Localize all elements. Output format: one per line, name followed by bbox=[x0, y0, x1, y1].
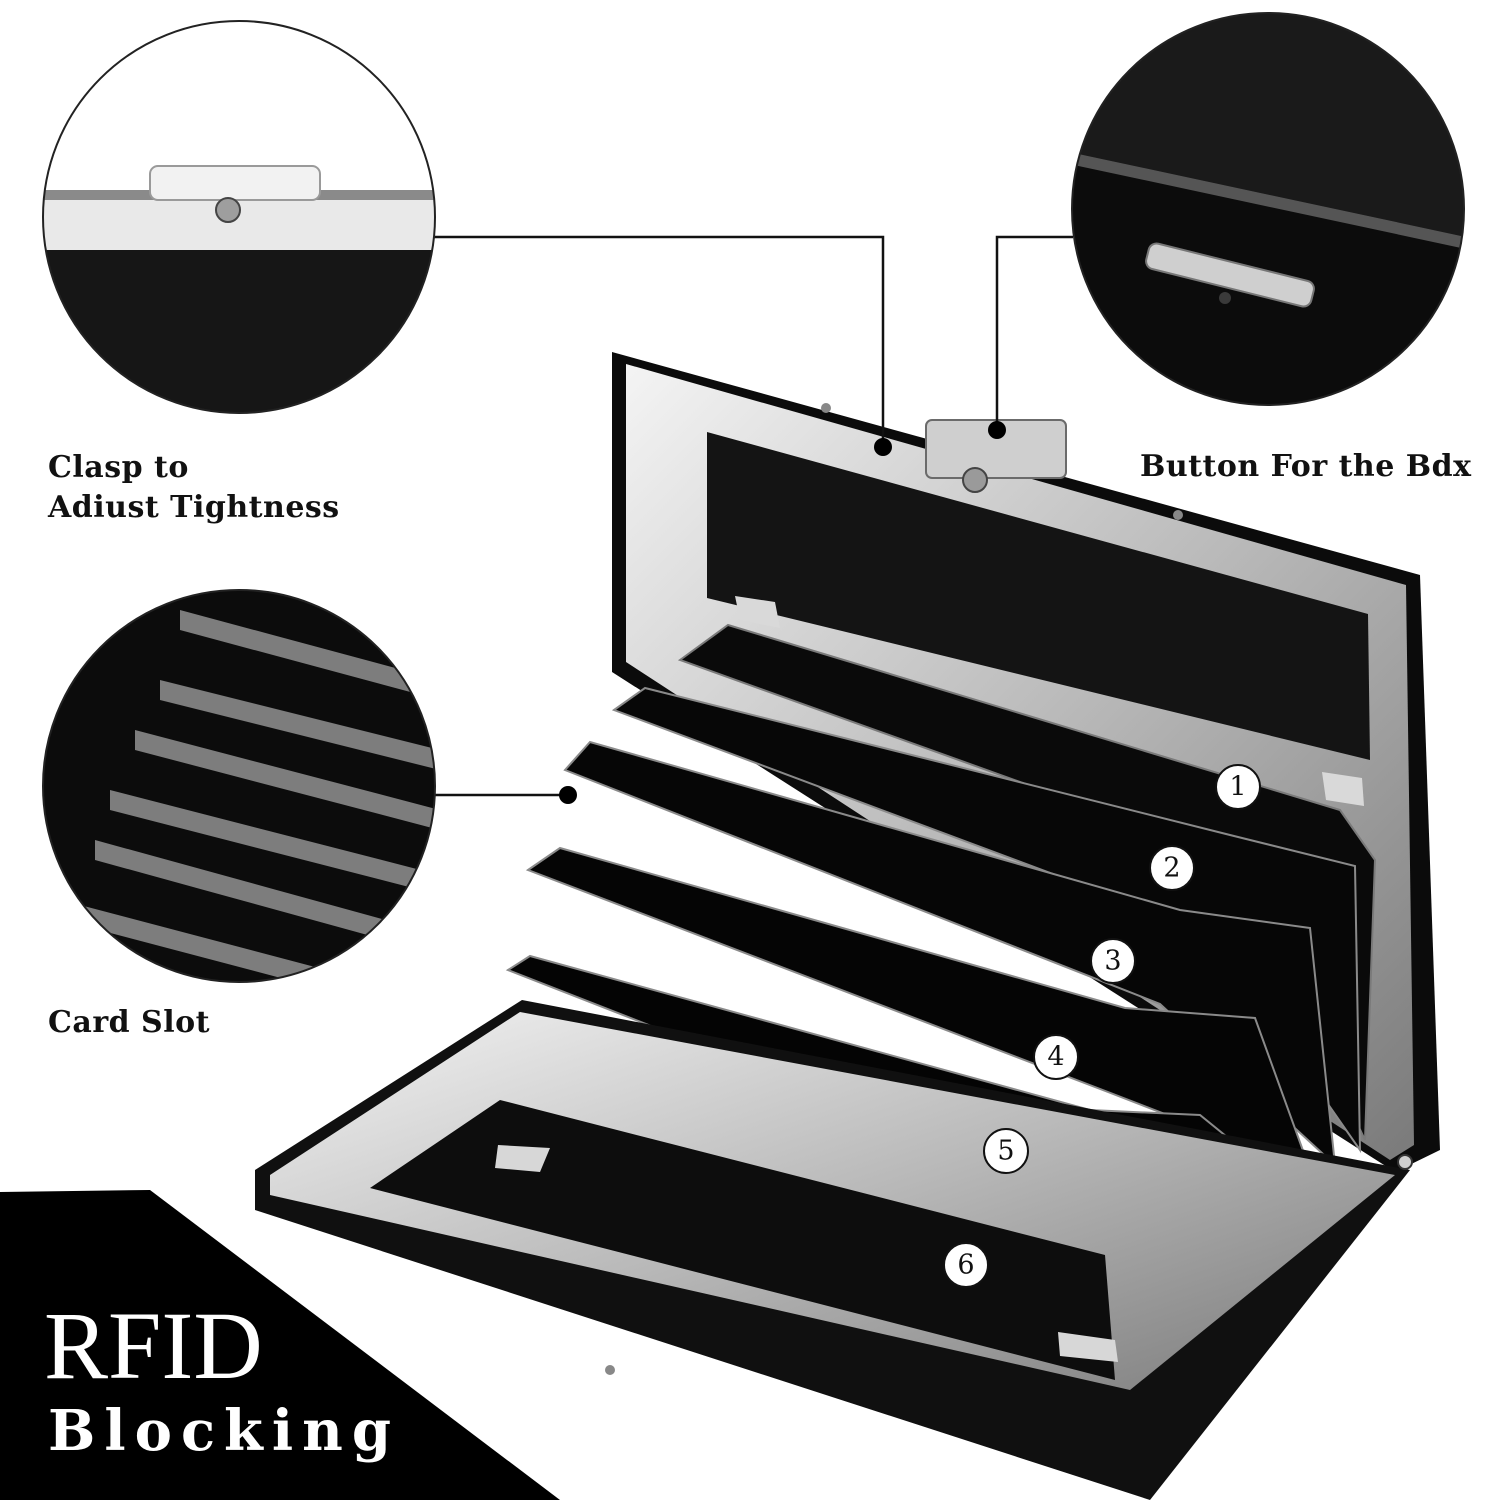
button-callout-label: Button For the Bdx bbox=[1140, 449, 1472, 484]
rfid-banner-background-main bbox=[0, 1190, 560, 1500]
slot-badge-2: 2 bbox=[1149, 845, 1195, 891]
button-pointer-dot bbox=[988, 421, 1006, 439]
callout-leader-lines bbox=[434, 235, 1073, 797]
clasp-callout-label: Clasp to Adiust Tightness bbox=[48, 450, 340, 525]
zoom-circle-button bbox=[1071, 12, 1465, 406]
clasp-mechanism bbox=[821, 403, 1183, 520]
slot-pointer-dot bbox=[559, 786, 577, 804]
zoom-circle-clasp bbox=[42, 20, 436, 414]
slot-badge-1: 1 bbox=[1215, 764, 1261, 810]
slot-badge-3: 3 bbox=[1090, 938, 1136, 984]
slot-badge-6: 6 bbox=[943, 1242, 989, 1288]
rfid-subtitle: Blocking bbox=[48, 1398, 400, 1464]
case-base bbox=[255, 1000, 1413, 1500]
slot-badge-5: 5 bbox=[983, 1128, 1029, 1174]
svg-text:2: 2 bbox=[1163, 853, 1180, 884]
svg-text:3: 3 bbox=[1104, 946, 1121, 977]
svg-text:4: 4 bbox=[1047, 1042, 1064, 1073]
svg-text:6: 6 bbox=[957, 1250, 974, 1281]
zoom-circle-card-slot bbox=[42, 589, 436, 983]
svg-text:1: 1 bbox=[1229, 772, 1246, 803]
svg-text:5: 5 bbox=[997, 1136, 1014, 1167]
clasp-pointer-dot bbox=[874, 438, 892, 456]
slot-badge-4: 4 bbox=[1033, 1034, 1079, 1080]
rfid-title: RFID bbox=[44, 1292, 263, 1399]
card-slot-callout-label: Card Slot bbox=[48, 1005, 210, 1040]
